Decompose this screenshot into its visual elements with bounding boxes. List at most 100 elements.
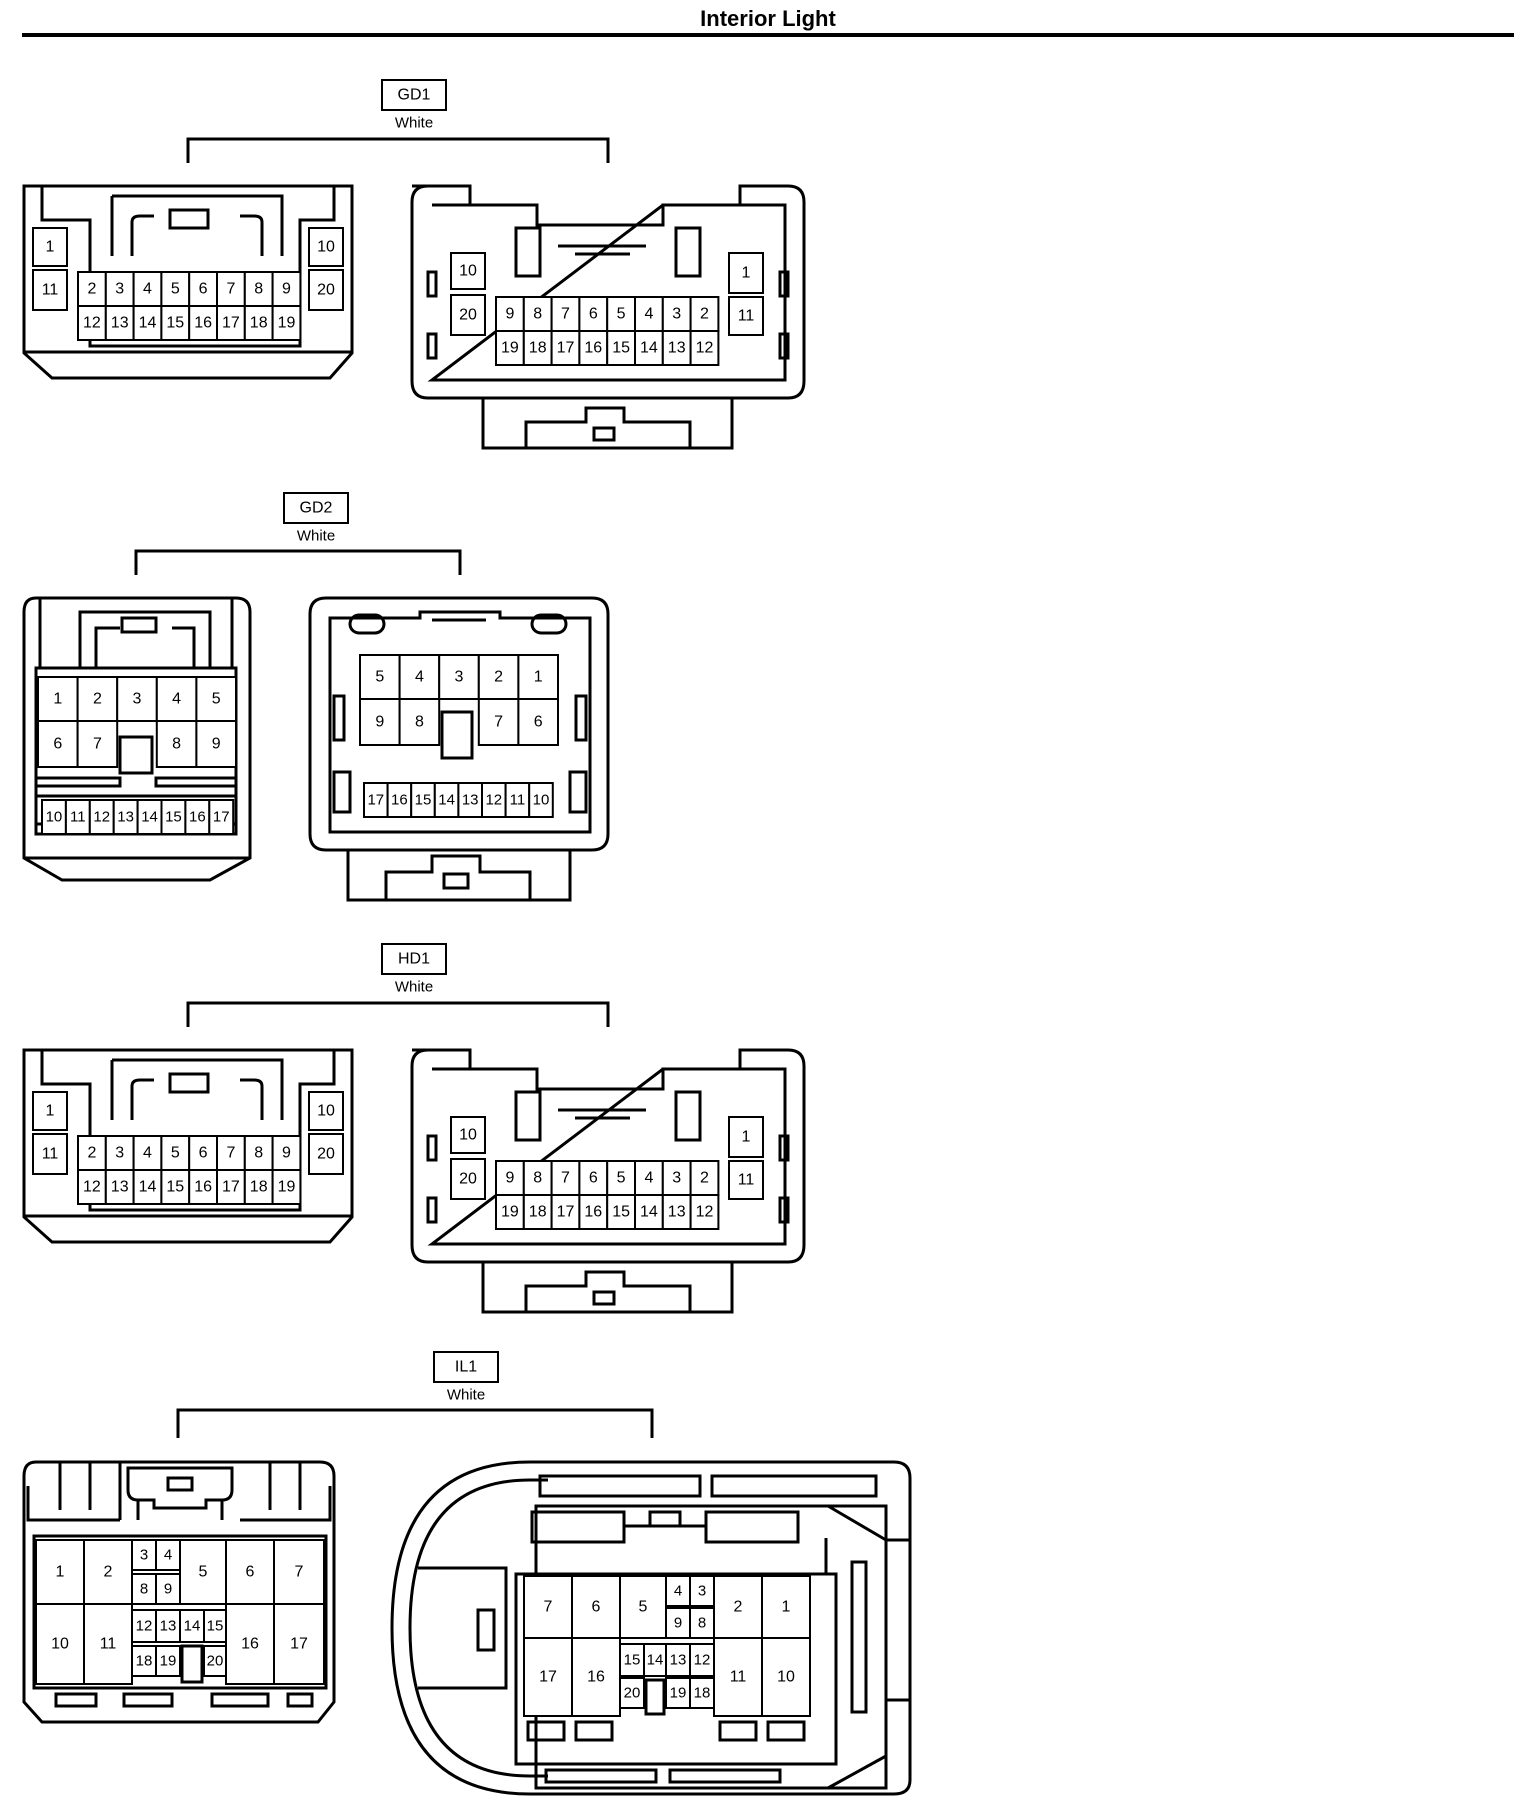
pin-number: 17 xyxy=(539,1669,557,1686)
left-pin-area xyxy=(32,1534,328,1690)
pin-box xyxy=(606,296,637,332)
pin-number: 17 xyxy=(222,1179,240,1196)
pin-number: 2 xyxy=(700,306,709,323)
pin-box xyxy=(308,269,344,311)
pin-box xyxy=(132,305,163,341)
pin-number: 20 xyxy=(207,1653,224,1670)
pin-number: 13 xyxy=(117,809,134,826)
pin-box xyxy=(634,1194,664,1230)
pin-cell: 12 xyxy=(131,1609,157,1643)
pin-number: 17 xyxy=(290,1636,308,1653)
left-inner-frame xyxy=(26,1486,332,1522)
pin-cell: 20 xyxy=(450,1158,486,1200)
pin-box xyxy=(195,720,237,768)
pin-box xyxy=(76,720,119,768)
pin-cell: 4 xyxy=(132,1135,163,1171)
connector-id-box xyxy=(433,1351,499,1383)
pin-cell: 5 xyxy=(179,1539,227,1605)
pin-cell: 7 xyxy=(273,1539,325,1605)
pin-number: 16 xyxy=(194,315,212,332)
pin-box xyxy=(477,698,520,746)
pin-box xyxy=(308,1133,344,1175)
right-latch-line xyxy=(558,244,646,256)
pin-box xyxy=(77,1135,107,1171)
connector-id: GD2 xyxy=(300,500,333,517)
pin-box xyxy=(188,1169,218,1205)
pin-box xyxy=(37,720,79,768)
pin-cell: 1 xyxy=(37,676,79,722)
pin-number: 3 xyxy=(140,1547,148,1564)
pin-cell: 19 xyxy=(271,1169,302,1205)
pin-cell: 17 xyxy=(216,1169,246,1205)
pin-box xyxy=(273,1603,325,1685)
pin-number: 15 xyxy=(166,1179,184,1196)
pin-box xyxy=(359,654,401,700)
right-side-tab xyxy=(568,770,588,814)
pin-cell: 7 xyxy=(523,1575,573,1639)
pin-number: 9 xyxy=(164,1581,172,1598)
pin-cell: 1 xyxy=(35,1539,85,1605)
pin-box xyxy=(83,1603,133,1685)
pin-number: 5 xyxy=(171,1145,180,1162)
pin-cell: 16 xyxy=(184,799,211,835)
pin-box xyxy=(32,269,68,311)
pin-number: 4 xyxy=(143,281,152,298)
pin-box xyxy=(634,330,664,366)
pin-cell: 5 xyxy=(606,296,637,332)
pin-cell: 18 xyxy=(131,1645,157,1677)
pin-number: 8 xyxy=(254,281,263,298)
pin-cell: 12 xyxy=(689,1643,715,1677)
pin-cell: 15 xyxy=(606,1194,637,1230)
pin-cell: 20 xyxy=(619,1677,645,1709)
pin-number: 5 xyxy=(375,669,384,686)
pin-number: 6 xyxy=(589,306,598,323)
right-bottom-latch-block xyxy=(592,426,616,442)
pin-cell: 16 xyxy=(225,1603,275,1685)
right-center-key xyxy=(440,710,474,760)
pin-cell: 20 xyxy=(450,294,486,336)
pin-number: 2 xyxy=(494,669,503,686)
left-latch-block xyxy=(168,1072,210,1094)
pin-box xyxy=(35,1539,85,1605)
pin-cell: 20 xyxy=(308,1133,344,1175)
left-housing xyxy=(22,1460,336,1724)
pin-box xyxy=(83,1539,133,1605)
right-left-lobe xyxy=(418,1566,508,1690)
pin-number: 1 xyxy=(782,1599,791,1616)
pin-number: 19 xyxy=(501,1204,519,1221)
left-inner-frame xyxy=(40,186,336,348)
pin-box xyxy=(225,1603,275,1685)
pin-number: 11 xyxy=(738,308,755,325)
pin-cell: 13 xyxy=(457,782,483,818)
pin-cell: 16 xyxy=(188,305,218,341)
pin-box xyxy=(578,296,609,332)
pin-number: 8 xyxy=(254,1145,263,1162)
pin-number: 4 xyxy=(143,1145,152,1162)
pin-number: 9 xyxy=(505,306,514,323)
pin-number: 13 xyxy=(670,1652,687,1669)
pin-number: 16 xyxy=(189,809,206,826)
pin-box xyxy=(188,271,218,307)
pin-number: 11 xyxy=(738,1172,755,1189)
pin-box xyxy=(522,296,553,332)
pin-cell: 15 xyxy=(160,799,187,835)
right-latch-block xyxy=(648,1510,682,1528)
pin-box xyxy=(271,1169,302,1205)
right-bottom-latch-block xyxy=(442,872,470,890)
pin-box xyxy=(517,654,560,700)
pin-box xyxy=(528,782,554,818)
pin-cell: 9 xyxy=(271,271,302,307)
pin-box xyxy=(216,305,246,341)
pin-cell: 3 xyxy=(131,1539,157,1571)
pin-box xyxy=(131,1573,157,1605)
pin-cell: 17 xyxy=(550,1194,581,1230)
pin-cell: 19 xyxy=(495,1194,525,1230)
pin-cell: 15 xyxy=(606,330,637,366)
pin-cell: 13 xyxy=(661,330,692,366)
right-side-tab xyxy=(426,1196,438,1224)
bracket xyxy=(186,137,610,163)
bracket xyxy=(134,549,462,575)
pin-cell: 16 xyxy=(578,1194,609,1230)
pin-number: 10 xyxy=(459,263,477,280)
